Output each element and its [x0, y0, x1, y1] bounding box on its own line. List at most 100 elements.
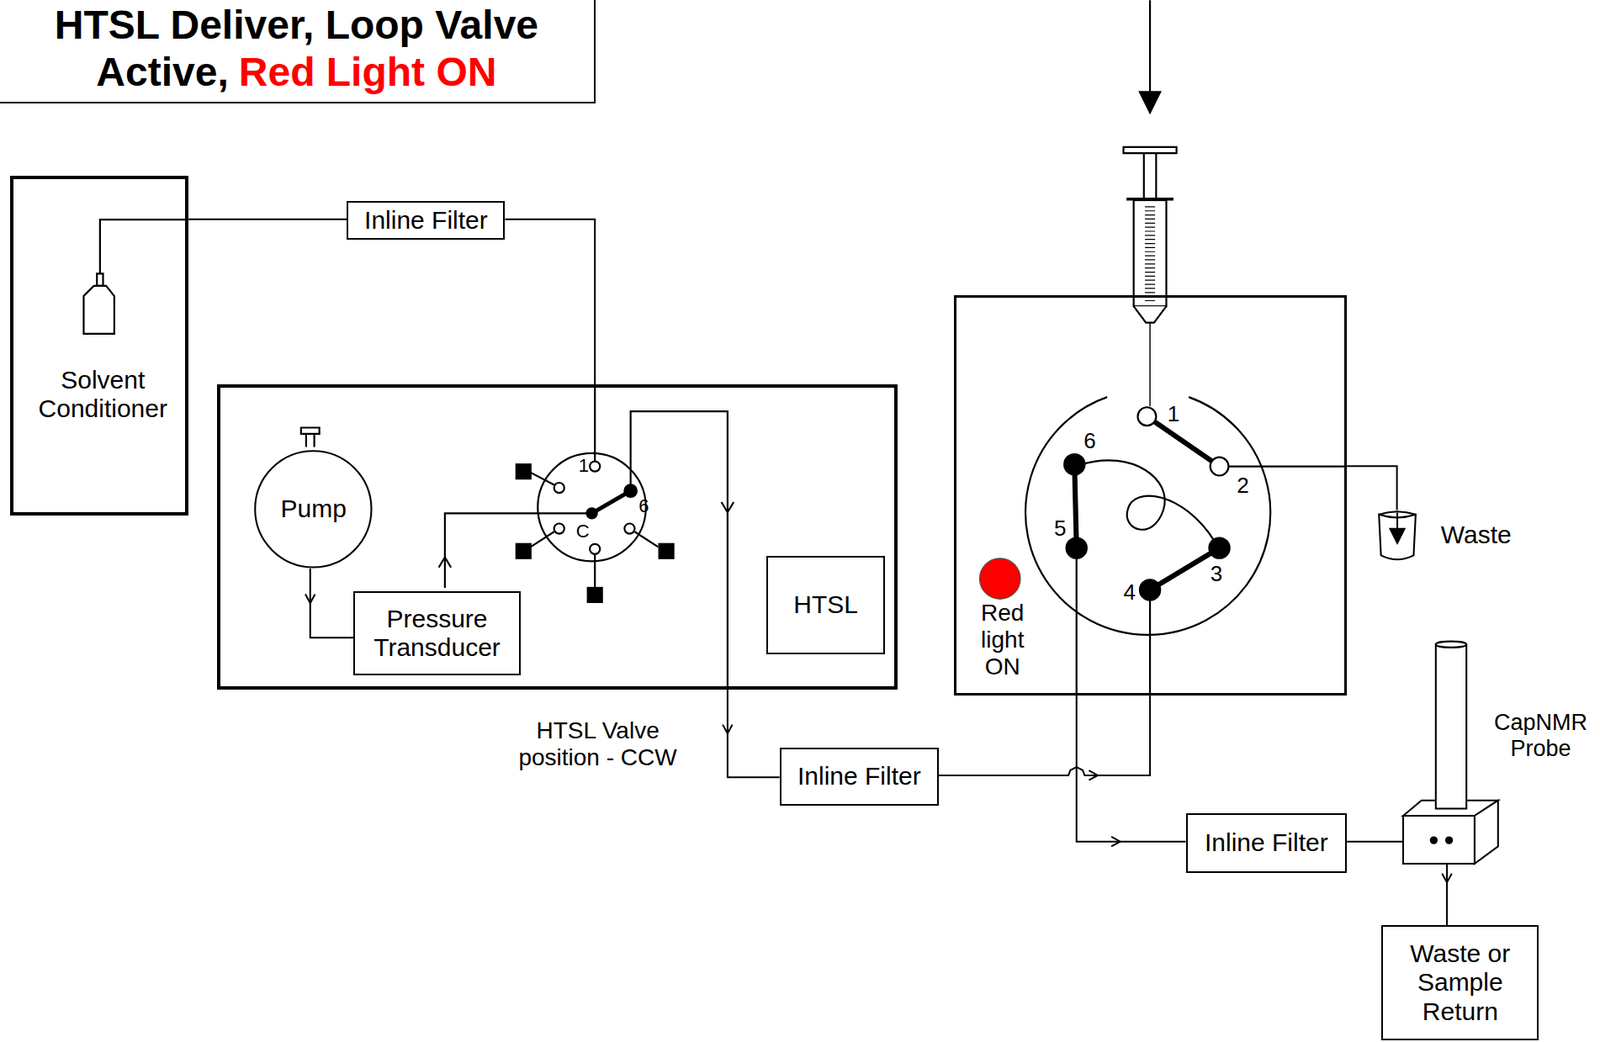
flow-connector	[1441, 863, 1452, 926]
inline-filter-box: Inline Filter	[346, 201, 505, 240]
node-text: Inline Filter	[364, 206, 488, 236]
port-stubs	[530, 472, 659, 589]
syringe-tip	[1133, 306, 1167, 323]
port-plug	[516, 544, 531, 559]
port-number: 1	[578, 456, 589, 476]
valve-port	[589, 544, 600, 555]
waste-container: Waste	[1377, 510, 1417, 562]
port-plug	[516, 464, 531, 479]
node-text: Waste or Sample Return	[1406, 939, 1514, 1028]
port-number: 6	[638, 497, 649, 516]
probe-tube	[1435, 645, 1467, 810]
drain-line	[1396, 512, 1399, 529]
connector-line	[1346, 841, 1404, 843]
node-text: Solvent Conditioner	[13, 365, 192, 424]
drain-arrow	[1389, 528, 1404, 543]
probe-side	[1474, 800, 1499, 864]
solvent-bottle	[83, 286, 114, 334]
connector-line	[938, 695, 1150, 776]
loop-valve-box: Red light ON	[953, 295, 1347, 697]
probe-port	[1430, 837, 1437, 844]
flow-connector	[188, 218, 347, 220]
connector-line	[1446, 863, 1448, 926]
sample-loop	[1081, 460, 1215, 541]
connector-line	[504, 219, 595, 386]
probe-outline	[1403, 815, 1475, 864]
loop-port	[1064, 454, 1085, 475]
connector-line	[1346, 466, 1397, 510]
transducer-box: Pressure Transducer	[353, 591, 521, 677]
valve-port	[554, 524, 565, 535]
transducer-line	[445, 513, 588, 589]
valve-out-line	[630, 411, 728, 690]
inject-arrowhead	[1139, 91, 1161, 112]
probe-front	[1403, 815, 1475, 864]
node-text: Pressure Transducer	[361, 604, 513, 663]
inject-arrow	[1149, 0, 1151, 95]
valve-center	[586, 508, 597, 519]
cup-outline	[1377, 510, 1417, 562]
solvent-line	[100, 219, 190, 274]
inline-filter-box: Inline Filter	[1186, 813, 1348, 875]
connector-line	[1076, 695, 1187, 842]
red-light	[979, 558, 1021, 600]
port-number: 6	[1083, 429, 1096, 452]
inlet-tube	[593, 385, 596, 462]
arrow-chevron	[722, 725, 733, 735]
port-plug	[588, 588, 603, 603]
valve-port	[589, 461, 600, 472]
loop-port	[1139, 579, 1161, 600]
inline-filter-box: Inline Filter	[779, 747, 939, 806]
bottle-cap	[96, 273, 103, 287]
pump-outline	[255, 450, 372, 567]
htsl-housing: PumpPressure TransducerHTSLHTSL Valve po…	[217, 384, 898, 690]
loop-valve-body	[1025, 397, 1271, 636]
syringe-needle	[1149, 323, 1150, 407]
node-text: CapNMR Probe	[1493, 709, 1590, 763]
syringe-plunger	[1144, 153, 1157, 200]
flow-chevron	[721, 502, 735, 513]
port-number: C	[576, 522, 590, 541]
loop-port	[1210, 457, 1230, 477]
node-text: Red light ON	[964, 599, 1041, 682]
port-number: 5	[1054, 517, 1066, 540]
node-text: Inline Filter	[1204, 828, 1329, 859]
htsl-box: HTSL	[766, 556, 885, 654]
loop-port	[1208, 538, 1230, 559]
pump-knob	[301, 428, 320, 435]
arrow-chevron	[1088, 770, 1098, 781]
loop-port	[1066, 538, 1087, 559]
flow-connector	[1346, 841, 1404, 843]
connector-line	[310, 568, 354, 638]
valve-port	[624, 484, 637, 498]
port-number: 4	[1123, 581, 1136, 604]
probe-tube-top	[1435, 641, 1467, 648]
node-text: Inline Filter	[797, 762, 922, 792]
connector-line	[727, 689, 780, 778]
flow-connector	[1076, 695, 1187, 847]
valve-port	[624, 524, 635, 535]
node-text: Pump	[280, 494, 347, 525]
arrow-chevron	[1111, 837, 1121, 848]
title-text: Red Light ON	[238, 49, 498, 95]
connector-line	[188, 218, 347, 221]
sample-return-box: Waste or Sample Return	[1381, 925, 1539, 1041]
valve-port	[554, 482, 565, 493]
node-text: HTSL	[793, 590, 859, 620]
pump-knob-stem	[306, 434, 315, 448]
port-number: 2	[1236, 474, 1249, 497]
solvent-conditioner-box: Solvent Conditioner	[10, 175, 189, 516]
flow-connector	[305, 568, 354, 638]
syringe-barrel	[1133, 200, 1167, 307]
flow-connector	[1346, 466, 1397, 510]
arrow-chevron	[305, 594, 316, 604]
loop-port	[1138, 407, 1157, 426]
pump-circle: Pump	[254, 450, 373, 569]
title-box: HTSL Deliver, Loop Valve Active,Red Ligh…	[0, 0, 596, 104]
port-number: 1	[1167, 402, 1180, 425]
syringe-handle	[1123, 147, 1177, 154]
loop-tubes	[1076, 466, 1347, 697]
flow-chevron	[439, 557, 452, 568]
